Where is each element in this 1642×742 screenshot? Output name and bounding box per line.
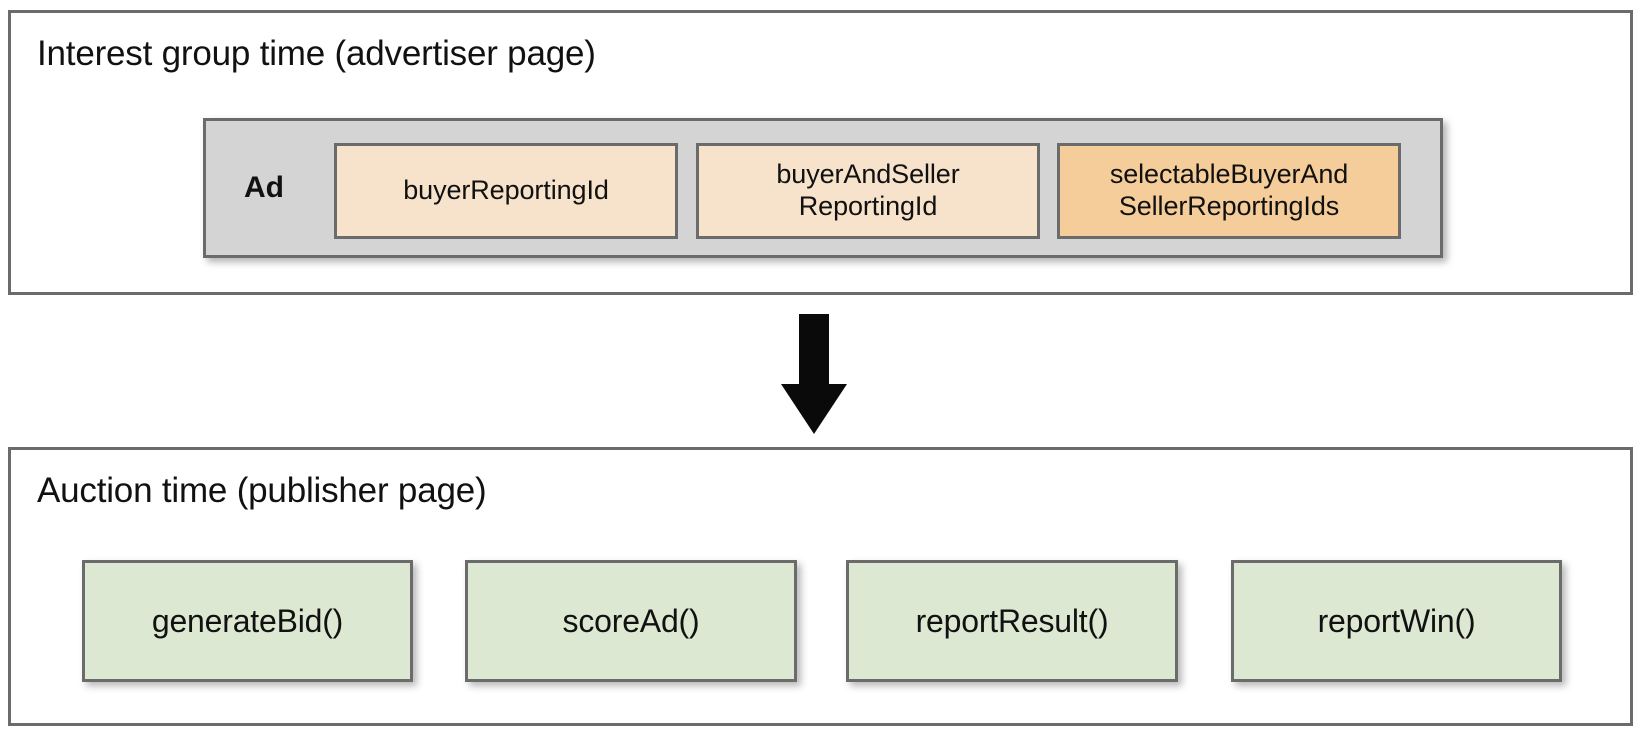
publisher-section-title: Auction time (publisher page) [37,471,487,510]
down-arrow-icon [781,314,847,434]
function-box-report-result[interactable]: reportResult() [846,560,1178,682]
reporting-id-label-line1: buyerAndSeller [776,159,960,190]
function-box-label: scoreAd() [562,602,700,639]
function-box-label: generateBid() [151,602,344,639]
reporting-id-label-line2: SellerReportingIds [1118,191,1340,221]
function-box-label: reportResult() [915,602,1109,639]
function-box-label: reportWin() [1317,602,1476,639]
function-box-score-ad[interactable]: scoreAd() [465,560,797,682]
ad-label: Ad [244,171,284,204]
reporting-id-box-buyer-reporting-id[interactable]: buyerReportingId [334,143,678,239]
reporting-id-label: buyerReportingId [403,175,609,206]
advertiser-section-panel: Interest group time (advertiser page) Ad… [8,10,1633,295]
reporting-id-label: selectableBuyerAnd SellerReportingIds [1110,159,1348,223]
advertiser-section-title: Interest group time (advertiser page) [37,34,596,73]
reporting-id-label-line1: selectableBuyerAnd [1109,159,1349,190]
reporting-id-label-line2: ReportingId [798,191,938,221]
reporting-id-box-buyer-and-seller-reporting-id[interactable]: buyerAndSeller ReportingId [696,143,1040,239]
function-box-generate-bid[interactable]: generateBid() [82,560,413,682]
function-box-report-win[interactable]: reportWin() [1231,560,1562,682]
reporting-id-box-selectable-buyer-and-seller-reporting-ids[interactable]: selectableBuyerAnd SellerReportingIds [1057,143,1401,239]
reporting-id-label: buyerAndSeller ReportingId [776,159,959,223]
ad-container: Ad buyerReportingId buyerAndSeller Repor… [203,118,1443,258]
